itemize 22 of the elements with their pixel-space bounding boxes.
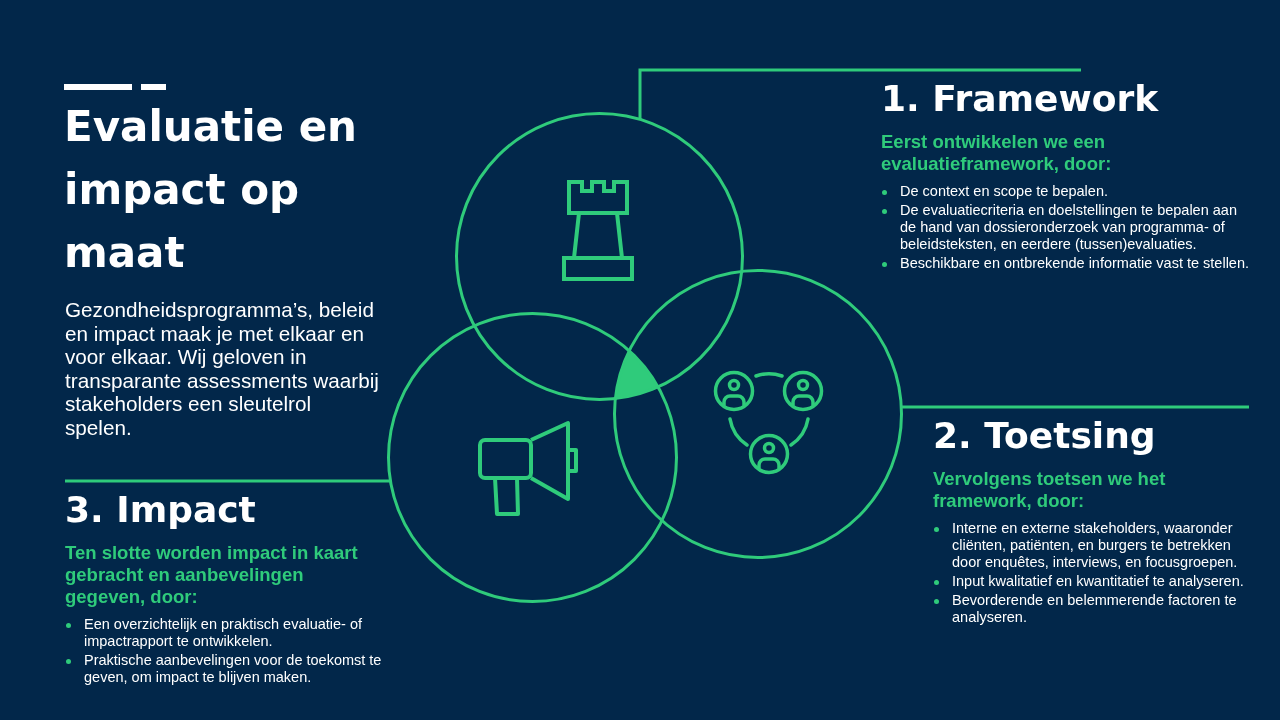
bullet-item: Beschikbare en ontbrekende informatie vast te stellen. — [900, 255, 1250, 272]
venn-circle — [386, 311, 678, 603]
leader-line — [65, 479, 390, 483]
leader-line — [901, 405, 1249, 409]
bullet-item: De context en scope te bepalen. — [900, 183, 1109, 200]
bullet-item: Praktische aanbevelingen voor de toekomst te geven, om impact te blijven maken. — [84, 652, 383, 686]
intro-paragraph: Gezondheidsprogramma’s, beleid en impact maak je met elkaar en voor elkaar. Wij geloven in transparante assessments waarbij stakeholders een sleutelrol spelen. — [65, 298, 380, 440]
bullet-item: Interne en externe stakeholders, waaronder cliënten, patiënten, en burgers te betrekken door enquêtes, interviews, en focusgroepen. — [952, 520, 1239, 571]
section-subheading: Ten slotte worden impact in kaart gebracht en aanbevelingen gegeven, door: — [65, 542, 359, 608]
section-subheading: Vervolgens toetsen we het framework, door: — [933, 468, 1167, 512]
bullet-item: Input kwalitatief en kwantitatief te analyseren. — [952, 573, 1245, 590]
section-heading: 2. Toetsing — [933, 416, 1156, 456]
bullet-item: De evaluatiecriteria en doelstellingen te bepalen aan de hand van dossieronderzoek van programma- of beleidsteksten, en eerdere (tussen)evaluaties. — [900, 202, 1238, 253]
section-heading: 1. Framework — [881, 79, 1159, 119]
page-title: Evaluatie en impact op maat — [64, 101, 358, 279]
bullet-item: Bevorderende en belemmerende factoren te analyseren. — [952, 592, 1238, 626]
section-heading: 3. Impact — [65, 490, 256, 530]
bullet-item: Een overzichtelijk en praktisch evaluatie- of impactrapport te ontwikkelen. — [84, 616, 364, 650]
leader-line — [638, 68, 1081, 119]
venn-circle — [613, 269, 903, 559]
venn-circle — [454, 111, 744, 401]
section-subheading: Eerst ontwikkelen we een evaluatieframework, door: — [881, 131, 1113, 175]
